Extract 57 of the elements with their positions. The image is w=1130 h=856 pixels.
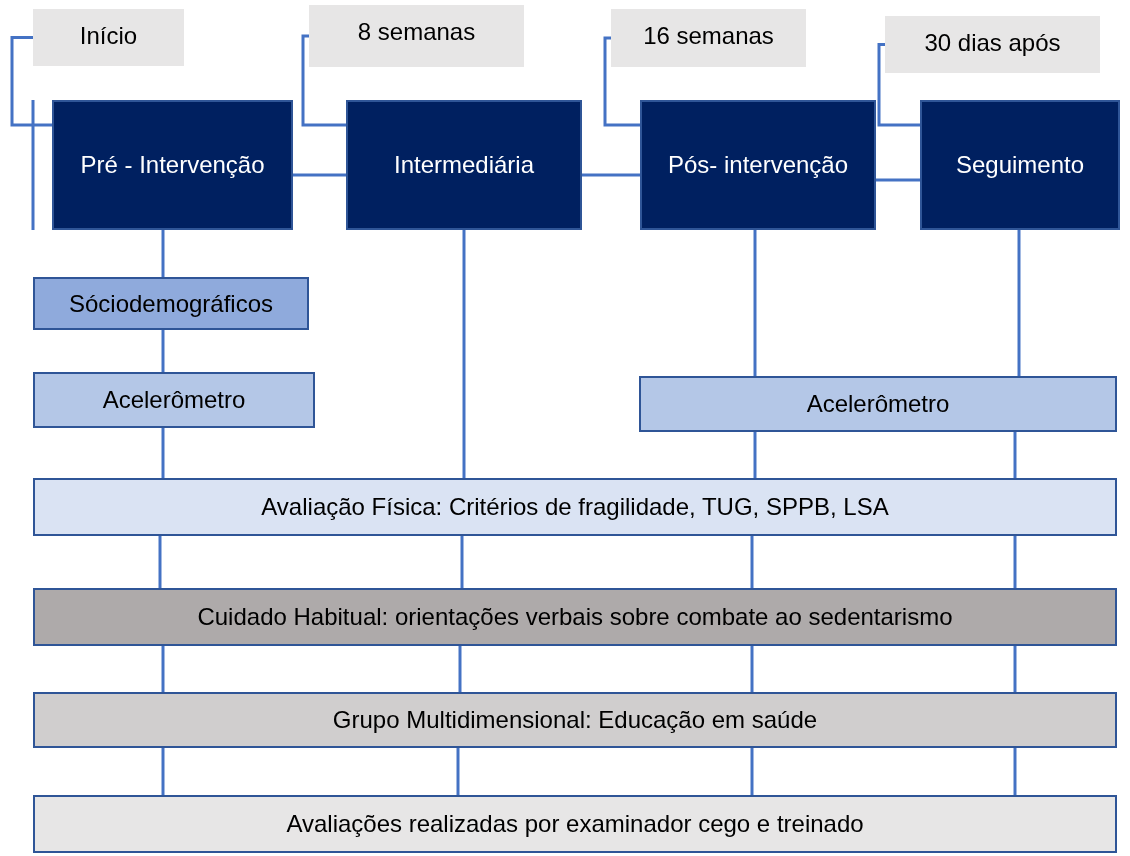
connector-line — [1013, 748, 1017, 795]
connector-line — [1013, 536, 1017, 588]
leader-line — [877, 43, 920, 127]
connector-line — [161, 646, 165, 692]
box-label: Acelerômetro — [806, 389, 950, 419]
leader-line — [10, 36, 54, 232]
process-box — [33, 692, 1117, 748]
connector-line — [750, 748, 754, 795]
time-label: 16 semanas — [643, 21, 774, 51]
connector-line — [582, 173, 640, 177]
connector-line — [161, 330, 165, 372]
time-label: Início — [79, 21, 138, 51]
time-label-box — [611, 9, 806, 67]
connector-line — [462, 230, 466, 478]
phase-box — [346, 100, 582, 230]
phase-box — [52, 100, 293, 230]
time-label: 8 semanas — [357, 17, 476, 47]
connector-line — [456, 748, 460, 795]
box-label: Avaliações realizadas por examinador cego e treinado — [286, 809, 864, 839]
time-label-box — [885, 16, 1100, 73]
leader-line — [301, 34, 346, 127]
phase-box — [920, 100, 1120, 230]
process-box — [33, 277, 309, 330]
process-box — [33, 795, 1117, 853]
box-label: Pós- intervenção — [667, 150, 849, 180]
connector-line — [158, 536, 162, 588]
connector-line — [753, 432, 757, 478]
process-box — [33, 588, 1117, 646]
box-label: Sóciodemográficos — [68, 288, 274, 319]
leader-line — [603, 36, 640, 127]
connector-line — [1013, 432, 1017, 478]
process-box — [33, 372, 315, 428]
phase-box — [640, 100, 876, 230]
connector-line — [753, 230, 757, 376]
connector-line — [161, 748, 165, 795]
box-label: Cuidado Habitual: orientações verbais sobre combate ao sedentarismo — [197, 602, 953, 632]
box-label: Avaliação Física: Critérios de fragilidade, TUG, SPPB, LSA — [261, 492, 889, 522]
connector-line — [876, 178, 920, 182]
process-box — [33, 478, 1117, 536]
connector-line — [1017, 230, 1021, 376]
time-label-box — [33, 9, 184, 66]
connector-line — [458, 646, 462, 692]
time-label: 30 dias após — [924, 28, 1061, 58]
connector-line — [460, 536, 464, 588]
time-label-box — [309, 5, 524, 67]
connector-line — [161, 428, 165, 478]
connector-line — [161, 230, 165, 277]
process-box — [639, 376, 1117, 432]
connector-line — [750, 646, 754, 692]
box-label: Pré - Intervenção — [80, 150, 265, 180]
box-label: Grupo Multidimensional: Educação em saúde — [332, 705, 818, 735]
connector-line — [1013, 646, 1017, 692]
box-label: Acelerômetro — [102, 385, 246, 415]
box-label: Seguimento — [955, 150, 1085, 180]
box-label: Intermediária — [393, 150, 535, 180]
connector-line — [293, 173, 346, 177]
connector-line — [750, 536, 754, 588]
